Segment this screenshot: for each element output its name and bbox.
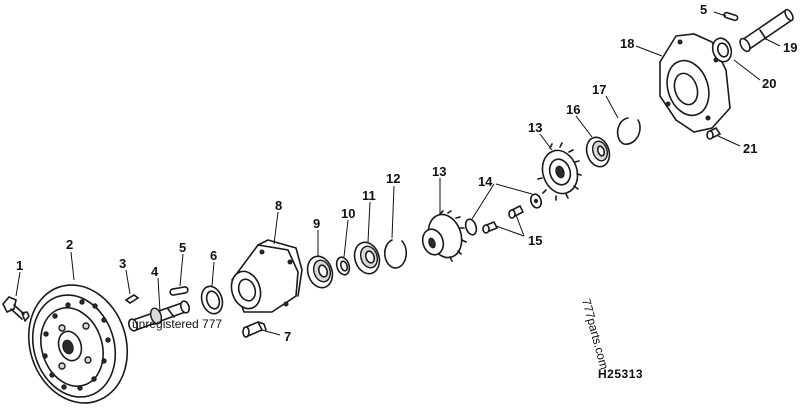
part-11-bearing bbox=[353, 241, 381, 275]
callout-3: 3 bbox=[119, 256, 126, 271]
callout-9: 9 bbox=[313, 216, 320, 231]
callout-21: 21 bbox=[743, 141, 757, 156]
part-16-bearing bbox=[585, 136, 611, 168]
callout-2: 2 bbox=[66, 237, 73, 252]
part-3-key bbox=[124, 294, 140, 304]
diagram-code: H25313 bbox=[598, 367, 643, 381]
part-20-seal bbox=[711, 37, 733, 63]
callout-11: 11 bbox=[362, 188, 376, 203]
callout-labels: 1 2 3 4 5 6 7 8 9 10 11 12 13 13 14 15 1… bbox=[16, 2, 797, 344]
callout-6: 6 bbox=[210, 248, 217, 263]
part-2-pulley bbox=[27, 284, 129, 404]
callout-14: 14 bbox=[478, 174, 493, 189]
part-5-pin-left bbox=[169, 286, 189, 296]
part-9-bearing bbox=[306, 255, 334, 289]
watermark-small: unregistered 777 bbox=[132, 317, 222, 331]
callout-5-upper: 5 bbox=[700, 2, 707, 17]
callout-16: 16 bbox=[566, 102, 580, 117]
part-4-shaft bbox=[127, 300, 191, 332]
callout-15: 15 bbox=[528, 233, 542, 248]
part-5-pin-upper bbox=[723, 11, 739, 22]
part-15-plugs bbox=[482, 204, 525, 234]
part-12-snap-ring bbox=[384, 239, 408, 269]
part-6-seal bbox=[200, 285, 224, 315]
callout-5: 5 bbox=[179, 240, 186, 255]
part-21-plug bbox=[706, 126, 722, 140]
part-17-snap-ring bbox=[616, 117, 641, 145]
callout-20: 20 bbox=[762, 76, 776, 91]
callout-10: 10 bbox=[341, 206, 355, 221]
part-13-gear-lower bbox=[421, 210, 467, 262]
watermark: 777parts.com bbox=[579, 297, 611, 371]
leader-lines bbox=[15, 11, 781, 336]
part-8-housing bbox=[230, 239, 303, 313]
callout-7: 7 bbox=[284, 329, 291, 344]
part-18-housing bbox=[659, 33, 731, 133]
callout-12: 12 bbox=[386, 171, 400, 186]
part-14-washer bbox=[464, 193, 543, 236]
part-1-bolt bbox=[2, 296, 30, 322]
part-10-spacer bbox=[335, 256, 351, 276]
callout-13-lower: 13 bbox=[432, 164, 446, 179]
callout-13-upper: 13 bbox=[528, 120, 542, 135]
callout-1: 1 bbox=[16, 258, 23, 273]
callout-18: 18 bbox=[620, 36, 634, 51]
callout-8: 8 bbox=[275, 198, 282, 213]
part-13-gear-upper bbox=[537, 142, 582, 201]
callout-19: 19 bbox=[783, 40, 797, 55]
callout-4: 4 bbox=[151, 264, 159, 279]
part-19-shaft bbox=[739, 8, 794, 53]
callout-17: 17 bbox=[592, 82, 606, 97]
part-7-fitting bbox=[242, 320, 267, 338]
